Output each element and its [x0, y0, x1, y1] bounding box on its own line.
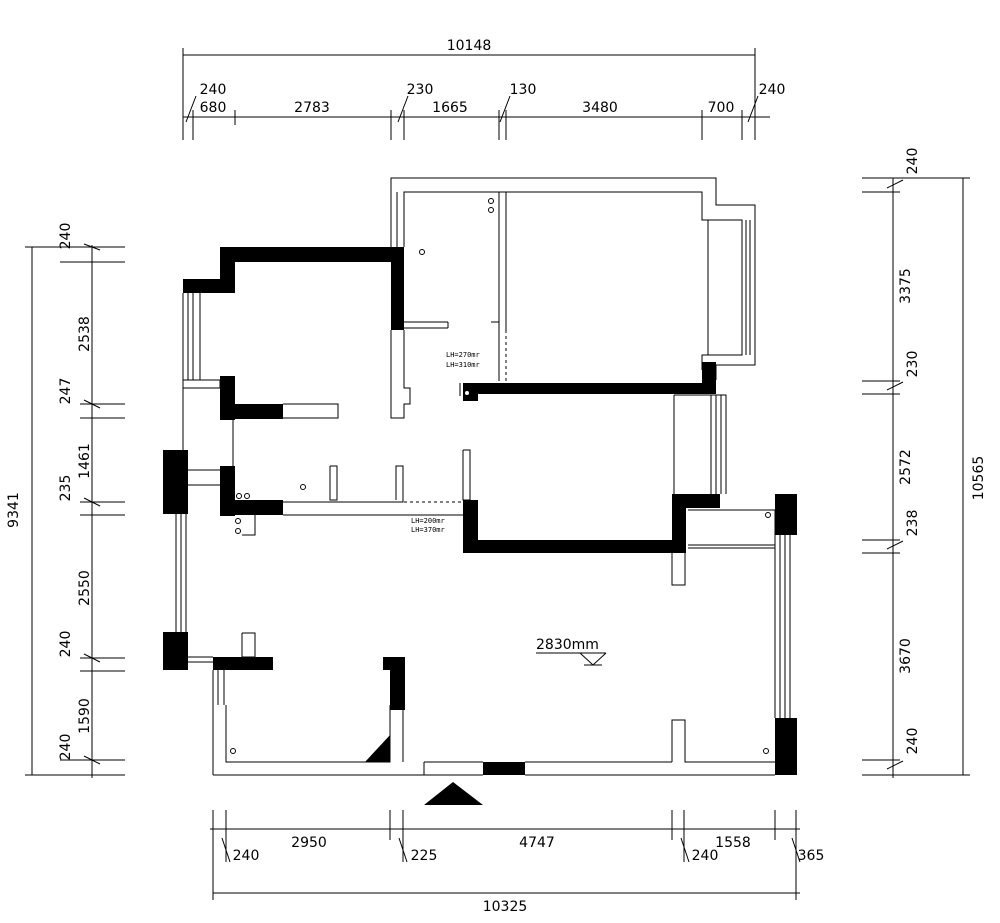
top-seg-label: 3480: [582, 100, 618, 116]
right-seg-label: 3375: [898, 268, 914, 304]
bottom-seg-label: 2950: [291, 835, 327, 851]
wall-segment: [383, 657, 405, 670]
wall-upper-left: [183, 247, 404, 330]
right-seg-label: 230: [905, 351, 921, 378]
beam-dashed-lines: [404, 330, 507, 516]
right-seg-label: 238: [905, 510, 921, 537]
wall-column-left: [163, 450, 188, 514]
fixtures: [230, 198, 771, 754]
top-seg-label: 1665: [432, 100, 468, 116]
wall-column-right: [775, 494, 797, 535]
wall-mid-horizontal: [463, 362, 716, 401]
left-seg-label: 240: [58, 223, 74, 250]
wall-mid-lower: [463, 494, 720, 553]
left-total-label: 9341: [6, 492, 22, 528]
wall-segment: [220, 500, 283, 515]
bottom-total-label: 10325: [483, 899, 528, 915]
beam-height-note: LH=310mr: [446, 361, 480, 369]
top-seg-label: 130: [510, 82, 537, 98]
right-seg-label: 3670: [898, 638, 914, 674]
wall-column-left: [163, 632, 188, 670]
right-seg-label: 240: [905, 728, 921, 755]
top-dimension-chain: 10148 240 680 2783 230 1665 130 3480 700…: [182, 38, 786, 140]
bottom-seg-label: 365: [798, 848, 825, 864]
thin-walls: [175, 177, 791, 776]
top-total-label: 10148: [447, 38, 492, 54]
left-seg-label: 1590: [77, 698, 93, 734]
left-seg-label: 2550: [77, 570, 93, 606]
top-seg-label: 700: [708, 100, 735, 116]
upper-bedroom-outline: [390, 177, 756, 380]
bottom-dimension-chain: 240 2950 225 4747 240 1558 365 10325: [210, 810, 824, 915]
entrance-arrow-icon: [424, 782, 483, 805]
wall-column-right: [775, 718, 797, 775]
top-seg-label: 2783: [294, 100, 330, 116]
left-seg-label: 247: [58, 378, 74, 405]
right-dimension-chain: 240 3375 230 2572 238 3670 240 10565: [862, 148, 987, 778]
level-marker-triangle: [579, 652, 607, 666]
floor-height-label: 2830mm: [536, 637, 599, 653]
left-seg-label: 2538: [77, 316, 93, 352]
top-seg-label: 230: [407, 82, 434, 98]
bottom-seg-label: 225: [411, 848, 438, 864]
wall-corner-fill: [365, 735, 390, 762]
top-seg-label: 240: [200, 82, 227, 98]
left-dimension-chain: 240 2538 247 1461 235 2550 240 1590 240 …: [6, 223, 125, 778]
wall-segment: [220, 404, 283, 419]
bottom-seg-label: 1558: [715, 835, 751, 851]
top-seg-label: 680: [200, 100, 227, 116]
beam-height-note: LH=270mr: [446, 351, 480, 359]
beam-height-note: LH=370mr: [411, 526, 445, 534]
bottom-seg-label: 4747: [519, 835, 555, 851]
left-seg-label: 240: [58, 631, 74, 658]
load-bearing-walls: [163, 247, 797, 775]
right-total-label: 10565: [971, 456, 987, 501]
left-seg-label: 1461: [77, 443, 93, 479]
wall-segment: [213, 657, 273, 670]
bottom-seg-label: 240: [233, 848, 260, 864]
wall-segment: [390, 657, 405, 710]
bottom-seg-label: 240: [692, 848, 719, 864]
right-seg-label: 240: [905, 148, 921, 175]
beam-height-note: LH=200mr: [411, 517, 445, 525]
wall-segment: [483, 762, 525, 775]
left-seg-label: 240: [58, 734, 74, 761]
right-seg-label: 2572: [898, 449, 914, 485]
top-seg-label: 240: [759, 82, 786, 98]
left-seg-label: 235: [58, 475, 74, 502]
